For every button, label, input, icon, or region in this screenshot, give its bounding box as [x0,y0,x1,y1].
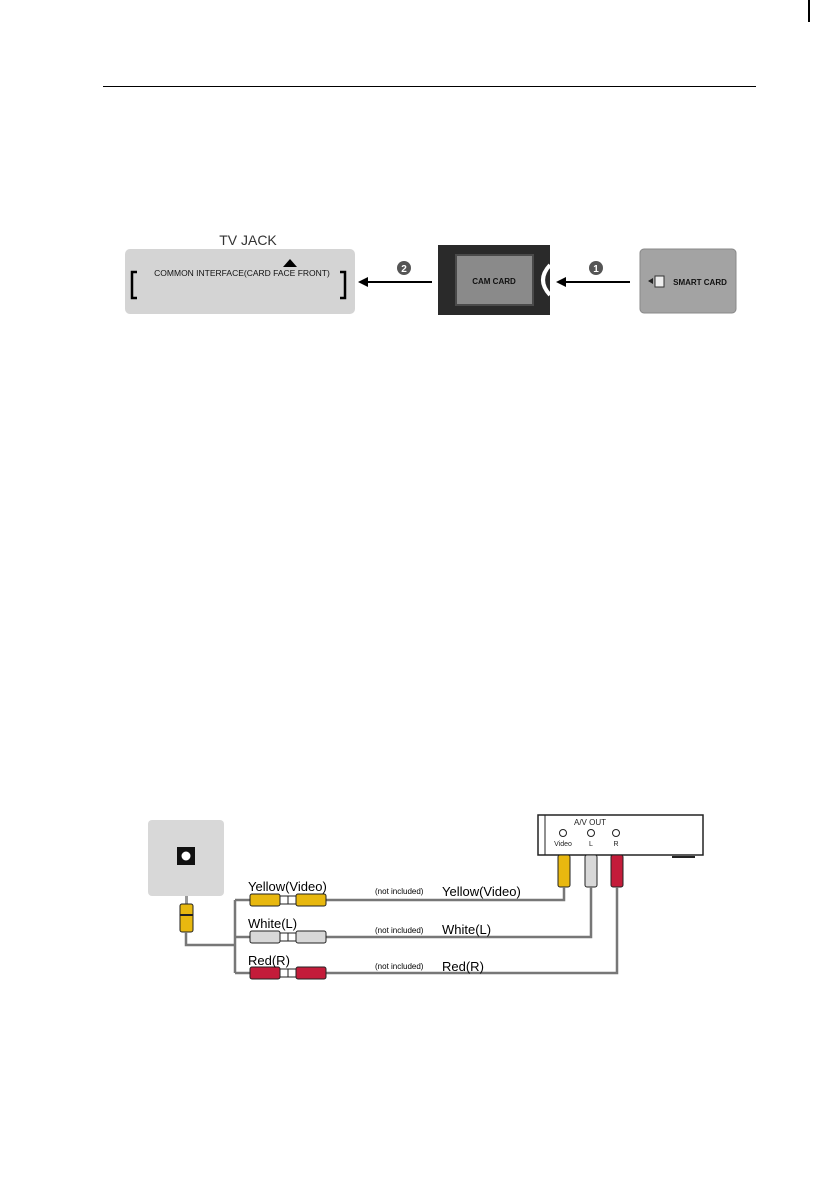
device-plug-video [558,855,570,887]
crop-mark [808,0,810,22]
arrow-1-head [556,277,566,287]
slot-label: COMMON INTERFACE(CARD FACE FRONT) [154,268,330,278]
ci-card-diagram: TV JACK COMMON INTERFACE(CARD FACE FRONT… [0,225,840,345]
tv-av-jack [181,851,191,861]
tv-jack-panel [125,249,355,314]
device-plug-l [585,855,597,887]
plug-pair-r [250,967,326,979]
port-l-jack [588,830,595,837]
header-rule [103,86,756,87]
port-video-label: Video [554,841,572,848]
tv-jack-label: TV JACK [219,232,277,248]
step-2-number: 2 [401,264,407,275]
cable-video-note: (not included) [375,887,424,896]
av-connection-diagram: A/V OUT Video L R Yellow(Video) (not inc… [0,805,840,1005]
cable-r-note: (not included) [375,962,424,971]
tv-trunk-cable [186,932,235,945]
cam-card-label: CAM CARD [472,277,516,286]
cable-video-left-label: Yellow(Video) [248,879,327,894]
device-port-header: A/V OUT [574,818,606,827]
device-plug-r [611,855,623,887]
smart-card-label: SMART CARD [673,278,727,287]
port-r-label: R [613,841,618,848]
tv-cable-plug [180,904,193,932]
cable-r-left-label: Red(R) [248,953,290,968]
cable-video-right-label: Yellow(Video) [442,884,521,899]
cable-l-right-label: White(L) [442,922,491,937]
plug-pair-video [250,894,326,906]
port-r-jack [613,830,620,837]
tv-cable-plug-tip [185,896,188,904]
smart-card-chip-icon [655,276,664,287]
cable-l-note: (not included) [375,926,424,935]
port-l-label: L [589,841,593,848]
step-1-number: 1 [593,264,599,275]
arrow-2-head [358,277,368,287]
plug-pair-l [250,931,326,943]
cable-r-right-label: Red(R) [442,959,484,974]
cable-l-left-label: White(L) [248,916,297,931]
port-video-jack [560,830,567,837]
